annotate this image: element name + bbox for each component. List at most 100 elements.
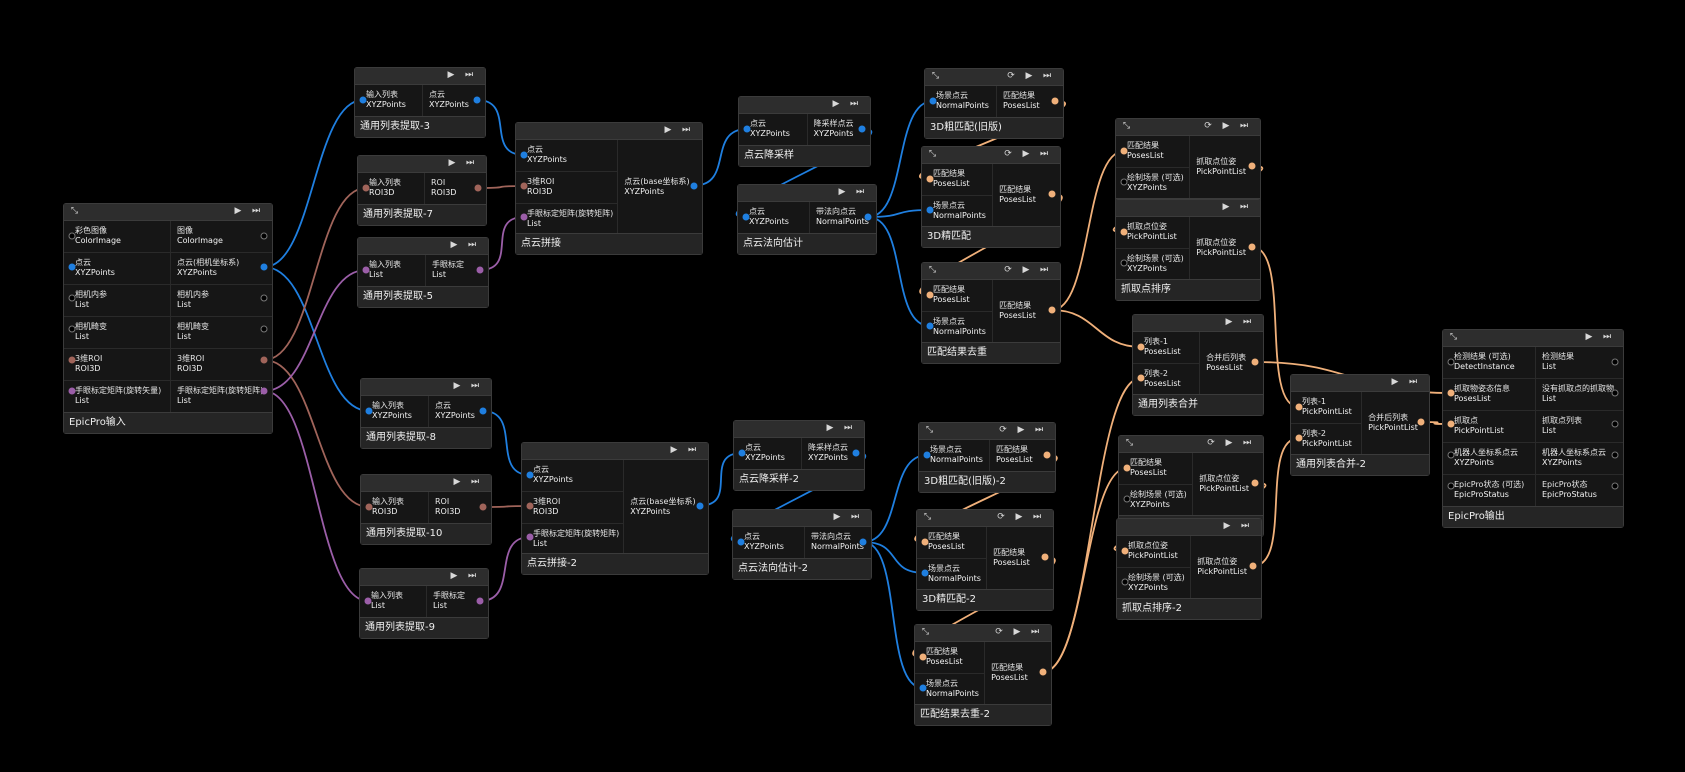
play-icon[interactable]: ▶ [1022,265,1030,275]
node-header[interactable]: ⏭▶ [1116,200,1260,217]
output-port-dot[interactable] [474,184,482,192]
refresh-icon[interactable]: ⟳ [999,425,1007,435]
input-port-dot[interactable] [738,449,746,457]
play-icon[interactable]: ▶ [1585,332,1593,342]
refresh-icon[interactable]: ⟳ [995,627,1003,637]
node-header[interactable]: ⤡⏭▶⟳ [925,69,1063,86]
fast-forward-icon[interactable]: ⏭ [687,445,697,455]
collapse-icon[interactable]: ⤡ [921,627,930,637]
refresh-icon[interactable]: ⟳ [997,512,1005,522]
wire-merge2-to-epicpro_out[interactable] [1420,421,1452,425]
play-icon[interactable]: ▶ [832,99,840,109]
input-port-dot[interactable] [1121,547,1129,555]
fast-forward-icon[interactable]: ⏭ [1242,438,1252,448]
refresh-icon[interactable]: ⟳ [1204,121,1212,131]
refresh-icon[interactable]: ⟳ [1007,71,1015,81]
play-icon[interactable]: ▶ [450,240,458,250]
input-port-dot[interactable] [926,291,934,299]
output-port-dot[interactable] [690,182,698,189]
input-port-dot[interactable] [921,538,929,546]
wire-epicpro_in-to-list10[interactable] [263,359,370,508]
play-icon[interactable]: ▶ [1223,521,1231,531]
output-port-dot[interactable] [858,125,866,133]
input-port-dot[interactable] [1295,434,1303,442]
play-icon[interactable]: ▶ [670,445,678,455]
wire-normal2-to-dedup2[interactable] [862,541,924,689]
output-port-dot[interactable] [260,387,268,395]
fast-forward-icon[interactable]: ⏭ [467,240,477,250]
input-port-dot[interactable] [1123,495,1131,503]
fast-forward-icon[interactable]: ⏭ [1034,425,1044,435]
input-port-dot[interactable] [1120,259,1128,267]
output-port-dot[interactable] [1048,190,1056,198]
output-port-dot[interactable] [260,294,268,302]
wire-dedup1-to-gen1[interactable] [1051,150,1125,311]
play-icon[interactable]: ▶ [448,158,456,168]
wire-sort1-to-merge2[interactable] [1251,246,1300,408]
output-port-dot[interactable] [1248,162,1256,170]
input-port-dot[interactable] [926,322,934,330]
input-port-dot[interactable] [1447,389,1455,397]
wire-coarse1-to-fine1[interactable] [919,100,1066,180]
collapse-icon[interactable]: ⤡ [925,425,934,435]
node-header[interactable]: ⏭▶ [361,379,491,396]
wire-list7-to-stitch1[interactable] [477,185,525,189]
fast-forward-icon[interactable]: ⏭ [843,423,853,433]
fast-forward-icon[interactable]: ⏭ [467,571,477,581]
play-icon[interactable]: ▶ [1222,121,1230,131]
input-port-dot[interactable] [365,503,373,511]
play-icon[interactable]: ▶ [453,477,461,487]
input-port-dot[interactable] [68,263,76,271]
output-port-dot[interactable] [260,263,268,271]
wire-stitch2-to-down2[interactable] [699,452,743,507]
input-port-dot[interactable] [526,502,534,510]
input-port-dot[interactable] [1295,403,1303,411]
output-port-dot[interactable] [473,96,481,104]
fast-forward-icon[interactable]: ⏭ [1032,512,1042,522]
node-header[interactable]: ⏭▶ [516,123,702,140]
output-port-dot[interactable] [476,597,484,605]
output-port-dot[interactable] [260,232,268,240]
node-header[interactable]: ⤡⏭▶⟳ [1116,119,1260,136]
play-icon[interactable]: ▶ [1017,425,1025,435]
input-port-dot[interactable] [1123,464,1131,472]
output-port-dot[interactable] [479,503,487,511]
output-port-dot[interactable] [859,538,867,546]
collapse-icon[interactable]: ⤡ [70,206,79,216]
output-port-dot[interactable] [864,213,872,221]
node-header[interactable]: ⏭▶ [361,475,491,492]
play-icon[interactable]: ▶ [1022,149,1030,159]
node-header[interactable]: ⤡⏭▶⟳ [917,510,1053,527]
wire-normal1-to-fine1[interactable] [867,209,931,218]
wire-epicpro_in-to-list7[interactable] [263,187,367,361]
wire-normal2-to-coarse2[interactable] [862,454,928,543]
input-port-dot[interactable] [359,96,367,104]
input-port-dot[interactable] [743,125,751,133]
node-header[interactable]: ⤡⏭▶⟳ [1119,436,1263,453]
input-port-dot[interactable] [1137,374,1145,382]
input-port-dot[interactable] [1120,228,1128,236]
input-port-dot[interactable] [1447,482,1455,490]
input-port-dot[interactable] [68,356,76,364]
node-header[interactable]: ⏭▶ [355,68,485,85]
output-port-dot[interactable] [1249,562,1257,570]
node-header[interactable]: ⏭▶ [1117,519,1261,536]
collapse-icon[interactable]: ⤡ [931,71,940,81]
fast-forward-icon[interactable]: ⏭ [465,158,475,168]
node-header[interactable]: ⤡⏭▶⟳ [922,147,1060,164]
play-icon[interactable]: ▶ [453,381,461,391]
output-port-dot[interactable] [1041,553,1049,561]
output-port-dot[interactable] [852,449,860,457]
